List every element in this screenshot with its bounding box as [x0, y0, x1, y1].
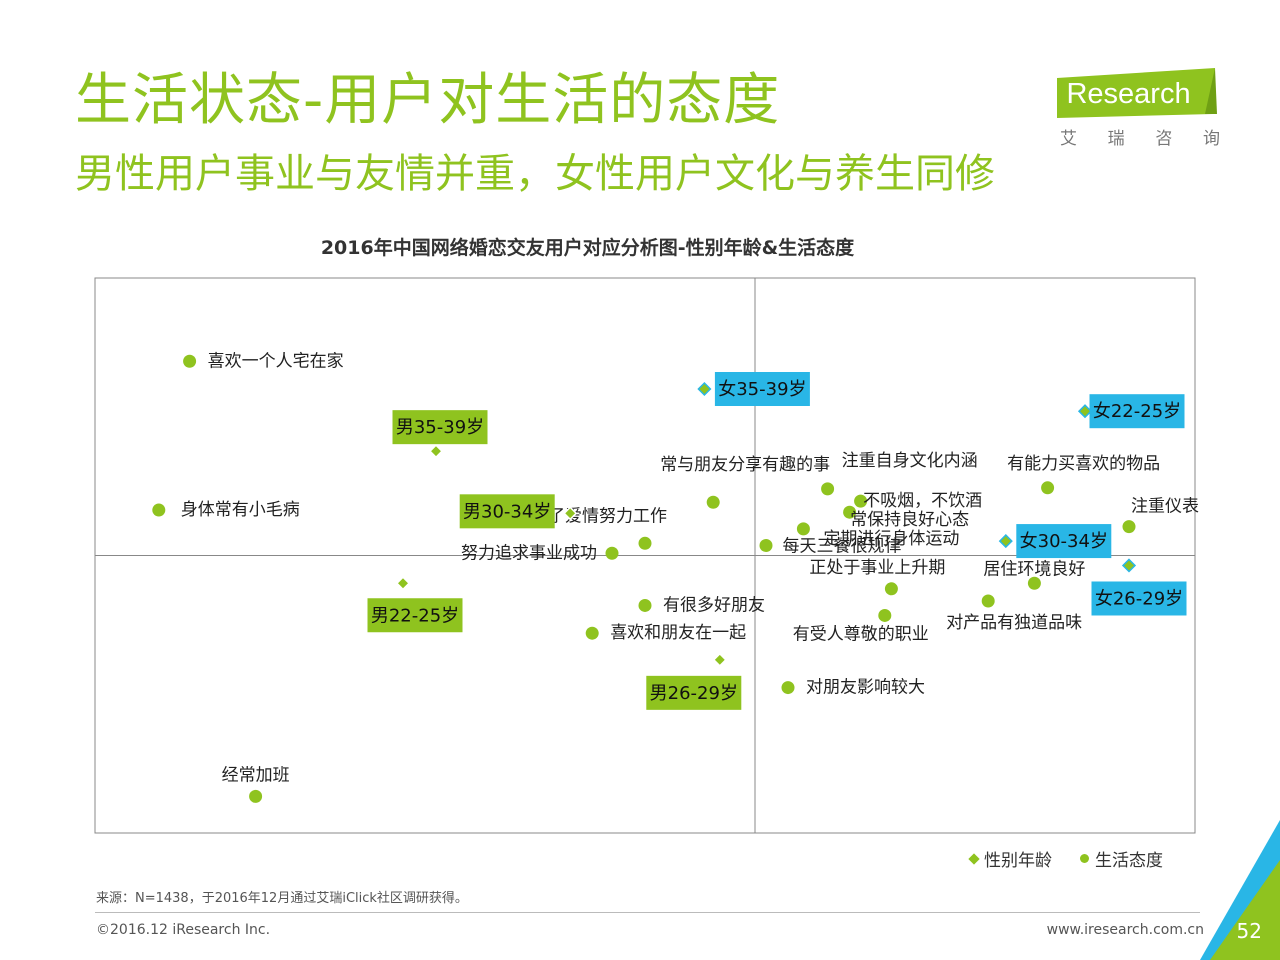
- attitude-point: [183, 354, 197, 368]
- attitude-point: [878, 608, 892, 622]
- attitude-label: 对产品有独道品味: [946, 613, 1082, 633]
- attitude-label: 有很多好朋友: [663, 595, 765, 615]
- gender-age-point: [697, 381, 712, 397]
- copyright: ©2016.12 iResearch Inc.: [96, 922, 271, 938]
- chart-legend: 性别年龄 生活态度: [968, 846, 1163, 871]
- attitude-label: 身体常有小毛病: [181, 500, 300, 520]
- attitude-point: [1041, 481, 1055, 495]
- iresearch-logo: [1057, 68, 1217, 118]
- attitude-point: [638, 598, 652, 612]
- attitude-point: [249, 789, 263, 803]
- attitude-label: 注重自身文化内涵: [842, 451, 978, 471]
- gender-age-label: 男26-29岁: [650, 683, 738, 704]
- attitude-point: [1027, 576, 1041, 590]
- attitude-point: [152, 503, 166, 517]
- attitude-point: [781, 681, 795, 695]
- gender-age-label-box: [367, 598, 463, 633]
- legend-item-gender-age: 性别年龄: [968, 846, 1052, 871]
- gender-age-label: 男22-25岁: [371, 605, 459, 626]
- gender-age-label-box: [1089, 394, 1185, 429]
- gender-age-label-box: [714, 372, 810, 406]
- gender-age-label-box: [392, 410, 488, 445]
- diamond-marker-icon: [968, 852, 980, 865]
- attitude-point: [638, 536, 652, 550]
- corner-decoration: [1200, 820, 1280, 960]
- gender-age-point: [428, 444, 444, 459]
- footer-divider: [95, 912, 1200, 913]
- attitude-label: 对朋友影响较大: [806, 678, 925, 698]
- attitude-label: 努力追求事业成功: [461, 543, 597, 563]
- website-link[interactable]: www.iresearch.com.cn: [1046, 922, 1204, 938]
- gender-age-point: [1077, 404, 1093, 419]
- page-number: 52: [1236, 919, 1262, 943]
- data-source: 来源：N=1438，于2016年12月通过艾瑞iClick社区调研获得。: [96, 891, 468, 906]
- dot-marker-icon: [1080, 854, 1089, 863]
- attitude-label: 喜欢和朋友在一起: [610, 623, 746, 643]
- gender-age-label-box: [1016, 524, 1112, 559]
- page-subtitle: 男性用户事业与友情并重，女性用户文化与养生同修: [75, 151, 995, 197]
- gender-age-label: 女35-39岁: [718, 379, 806, 400]
- attitude-point: [759, 539, 773, 553]
- attitude-label: 有能力买喜欢的物品: [1007, 454, 1160, 474]
- attitude-label: 正处于事业上升期: [809, 558, 945, 578]
- gender-age-label-box: [646, 675, 742, 710]
- gender-age-point: [998, 534, 1013, 549]
- attitude-point: [843, 505, 857, 519]
- attitude-label: 喜欢一个人宅在家: [208, 351, 344, 371]
- attitude-point: [981, 594, 995, 608]
- gender-age-point: [563, 506, 578, 521]
- attitude-label: 有受人尊敬的职业: [793, 624, 929, 644]
- gender-age-point: [1121, 558, 1137, 573]
- gender-age-label-box: [1091, 581, 1187, 616]
- gender-age-label: 女30-34岁: [1020, 531, 1108, 552]
- attitude-label: 不吸烟，不饮酒: [863, 491, 982, 511]
- attitude-point: [884, 582, 898, 596]
- attitude-point: [796, 522, 810, 536]
- attitude-point: [605, 546, 619, 560]
- gender-age-label: 女26-29岁: [1095, 588, 1183, 609]
- logo-brand: iResearch: [1060, 78, 1191, 110]
- gender-age-label: 女22-25岁: [1093, 401, 1181, 422]
- gender-age-point: [395, 576, 411, 591]
- gender-age-point: [712, 652, 727, 667]
- logo-chinese-name: 艾瑞咨询: [1060, 129, 1220, 149]
- attitude-label: 经常加班: [222, 765, 290, 785]
- gender-age-label-box: [459, 494, 555, 529]
- attitude-point: [854, 494, 868, 508]
- gender-age-label: 男30-34岁: [463, 501, 551, 522]
- attitude-point: [821, 482, 835, 496]
- gender-age-label: 男35-39岁: [396, 417, 484, 438]
- attitude-label: 常与朋友分享有趣的事: [660, 455, 830, 475]
- page-title: 生活状态-用户对生活的态度: [75, 68, 781, 133]
- attitude-label: 注重仪表: [1131, 497, 1199, 517]
- attitude-label: 每天三餐很规律: [783, 537, 902, 557]
- attitude-point: [1122, 520, 1136, 534]
- attitude-label: 常保持良好心态: [850, 510, 969, 530]
- legend-item-attitude: 生活态度: [1080, 846, 1163, 871]
- attitude-point: [706, 495, 720, 509]
- attitude-point: [585, 626, 599, 640]
- attitude-label: 定期进行身体运动: [823, 529, 959, 549]
- chart-title: 2016年中国网络婚恋交友用户对应分析图-性别年龄&生活态度: [320, 237, 855, 259]
- attitude-label: 为了爱情努力工作: [531, 506, 667, 526]
- attitude-label: 居住环境良好: [983, 559, 1085, 579]
